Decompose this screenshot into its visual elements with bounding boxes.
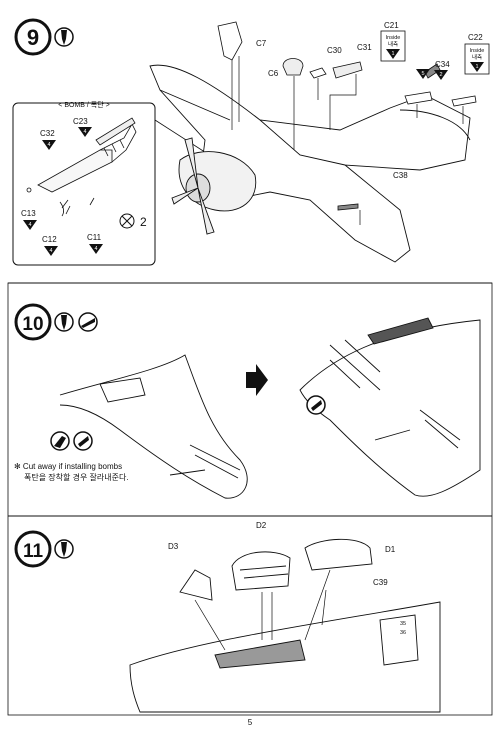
c22-inside-ko: 내측 bbox=[472, 53, 482, 61]
glue-tube-icon bbox=[54, 539, 74, 559]
part-label-c38: C38 bbox=[393, 171, 408, 180]
qty-c11: 4 bbox=[94, 246, 97, 252]
qty-c22: 1 bbox=[475, 64, 478, 70]
glue-tube-icon bbox=[54, 312, 74, 332]
cut-away-note-ko: 폭탄을 장착할 경우 잘라내준다. bbox=[24, 473, 129, 482]
step-11-number: 11 bbox=[23, 541, 44, 562]
part-label-c6: C6 bbox=[268, 69, 279, 78]
qty-triangle bbox=[44, 246, 58, 256]
qty-triangle bbox=[42, 140, 56, 150]
part-label-d1: D1 bbox=[385, 545, 396, 554]
marking-36: 36 bbox=[400, 630, 406, 636]
qty-c13: 4 bbox=[28, 222, 31, 228]
c21-inside-en: Inside bbox=[386, 35, 401, 41]
c22-inside-en: Inside bbox=[470, 48, 485, 54]
c22-inside-box: Inside 내측 1 bbox=[464, 43, 490, 75]
canopy-parts bbox=[179, 538, 373, 601]
assembly-arrows-step9 bbox=[231, 56, 464, 225]
step-9-badge: 9 bbox=[14, 18, 52, 56]
part-label-c11: C11 bbox=[87, 233, 102, 242]
part-label-c7: C7 bbox=[256, 39, 267, 48]
drill-icon bbox=[50, 431, 70, 451]
step-10-number: 10 bbox=[22, 314, 43, 335]
multiplier: 2 bbox=[140, 215, 147, 229]
qty-c12: 4 bbox=[49, 248, 52, 254]
cut-knife-icon bbox=[78, 312, 98, 332]
page-frame bbox=[7, 282, 493, 716]
wing-underside-left bbox=[59, 354, 248, 499]
part-label-d2: D2 bbox=[256, 521, 267, 530]
qty-triangle bbox=[23, 220, 37, 230]
step-9-number: 9 bbox=[27, 25, 39, 50]
part-label-c23: C23 bbox=[73, 117, 88, 126]
assembly-arrows-step11 bbox=[194, 569, 331, 651]
page-number: 5 bbox=[247, 718, 253, 727]
part-label-c39: C39 bbox=[373, 578, 388, 587]
qty-c23: 4 bbox=[83, 129, 86, 135]
c21-inside-ko: 내측 bbox=[388, 40, 398, 48]
part-label-c22: C22 bbox=[468, 33, 483, 42]
qty-c34: 2 bbox=[439, 72, 442, 78]
part-label-c34: C34 bbox=[435, 60, 450, 69]
aircraft-step9-drawing bbox=[149, 64, 471, 263]
part-label-c12: C12 bbox=[42, 235, 57, 244]
wing-underside-right bbox=[299, 317, 481, 497]
qty-triangle bbox=[78, 127, 92, 137]
part-label-c13: C13 bbox=[21, 209, 36, 218]
cut-away-note: ✻ Cut away if installing bombs 폭탄을 장착할 경… bbox=[14, 461, 129, 483]
marking-35: 35 bbox=[400, 621, 406, 627]
qty-triangle bbox=[416, 69, 430, 79]
part-label-c31: C31 bbox=[357, 43, 372, 52]
c21-inside-box: Inside 내측 1 bbox=[380, 30, 406, 62]
bomb-drawing bbox=[26, 117, 137, 217]
qty-triangle bbox=[434, 70, 448, 80]
cut-away-note-en: ✻ Cut away if installing bombs bbox=[14, 462, 123, 471]
step-11-badge: 11 bbox=[14, 530, 52, 568]
next-arrow bbox=[246, 364, 268, 396]
qty-c21: 1 bbox=[391, 51, 394, 57]
qty-c21b: 5 bbox=[421, 71, 424, 77]
part-label-c32: C32 bbox=[40, 129, 55, 138]
step-10-badge: 10 bbox=[14, 303, 52, 341]
part-label-c30: C30 bbox=[327, 46, 342, 55]
fuselage-step11 bbox=[129, 601, 441, 713]
glue-tube-icon bbox=[54, 27, 74, 47]
qty-triangle bbox=[89, 244, 103, 254]
glue-tube-icon bbox=[306, 395, 326, 415]
qty-c32: 4 bbox=[47, 142, 50, 148]
bomb-title: < BOMB / 폭탄 > bbox=[58, 100, 109, 109]
multiply-icon bbox=[119, 213, 135, 229]
part-label-c21: C21 bbox=[384, 21, 399, 30]
cockpit-parts-step9 bbox=[217, 21, 477, 211]
glue-tube-icon bbox=[73, 431, 93, 451]
part-label-d3: D3 bbox=[168, 542, 179, 551]
